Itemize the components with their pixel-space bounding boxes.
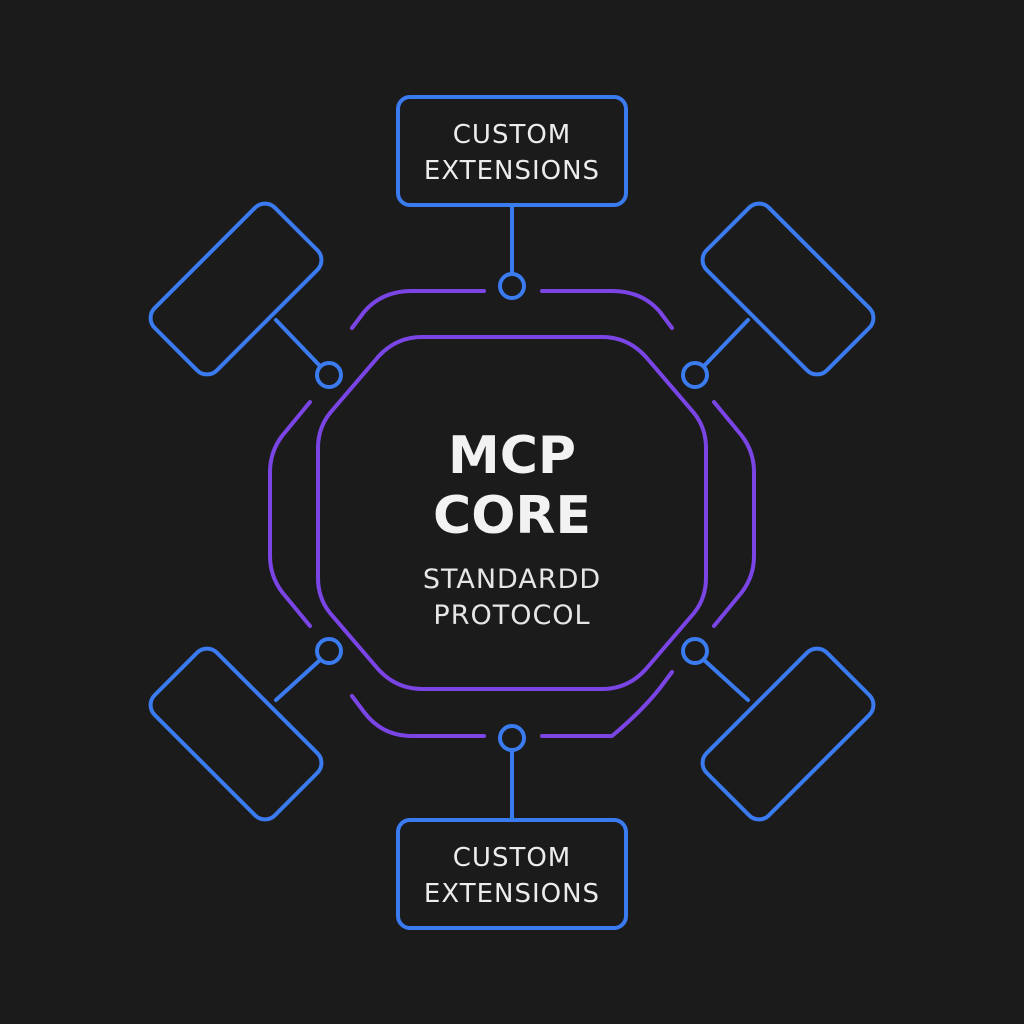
connector-line-lower-right bbox=[702, 658, 750, 702]
extension-box-lower-right bbox=[700, 646, 876, 822]
connector-node-top bbox=[498, 272, 526, 300]
core-subtitle-line1: STANDARDD bbox=[423, 564, 601, 595]
outer-ring-segment-upper-right bbox=[610, 289, 674, 330]
outer-ring-segment-bottom-left bbox=[350, 694, 486, 738]
connector-node-lower-left bbox=[315, 637, 343, 665]
extension-box-bottom bbox=[396, 818, 628, 930]
outer-ring-segment-left bbox=[268, 400, 312, 628]
outer-ring-segment-right bbox=[712, 400, 756, 628]
core-title-line1: MCP bbox=[448, 426, 576, 486]
extension-box-upper-right bbox=[700, 201, 876, 377]
connector-line-upper-right bbox=[702, 318, 750, 368]
connector-node-upper-left bbox=[315, 361, 343, 389]
extension-box-lower-left bbox=[148, 646, 324, 822]
outer-ring-segment-lower-right bbox=[540, 670, 674, 738]
outer-octagon-ring bbox=[268, 289, 756, 738]
connector-line-lower-left bbox=[274, 658, 322, 702]
connector-node-upper-right bbox=[681, 361, 709, 389]
outer-ring-segment-upper-left bbox=[350, 289, 414, 330]
connector-line-upper-left bbox=[274, 318, 322, 368]
core-octagon bbox=[316, 335, 708, 691]
extension-box-top bbox=[396, 95, 628, 207]
connectors bbox=[274, 203, 750, 822]
extension-box-upper-left bbox=[148, 201, 324, 377]
core-subtitle-line2: PROTOCOL bbox=[433, 600, 590, 631]
extension-top-label-line2: EXTENSIONS bbox=[424, 156, 600, 186]
extension-bottom-label-line1: CUSTOM bbox=[453, 843, 571, 873]
core-title-line2: CORE bbox=[433, 486, 591, 546]
connector-node-bottom bbox=[498, 724, 526, 752]
extension-bottom-label-line2: EXTENSIONS bbox=[424, 879, 600, 909]
extension-boxes bbox=[148, 95, 876, 930]
extension-top-label-line1: CUSTOM bbox=[453, 120, 571, 150]
connector-node-lower-right bbox=[681, 637, 709, 665]
